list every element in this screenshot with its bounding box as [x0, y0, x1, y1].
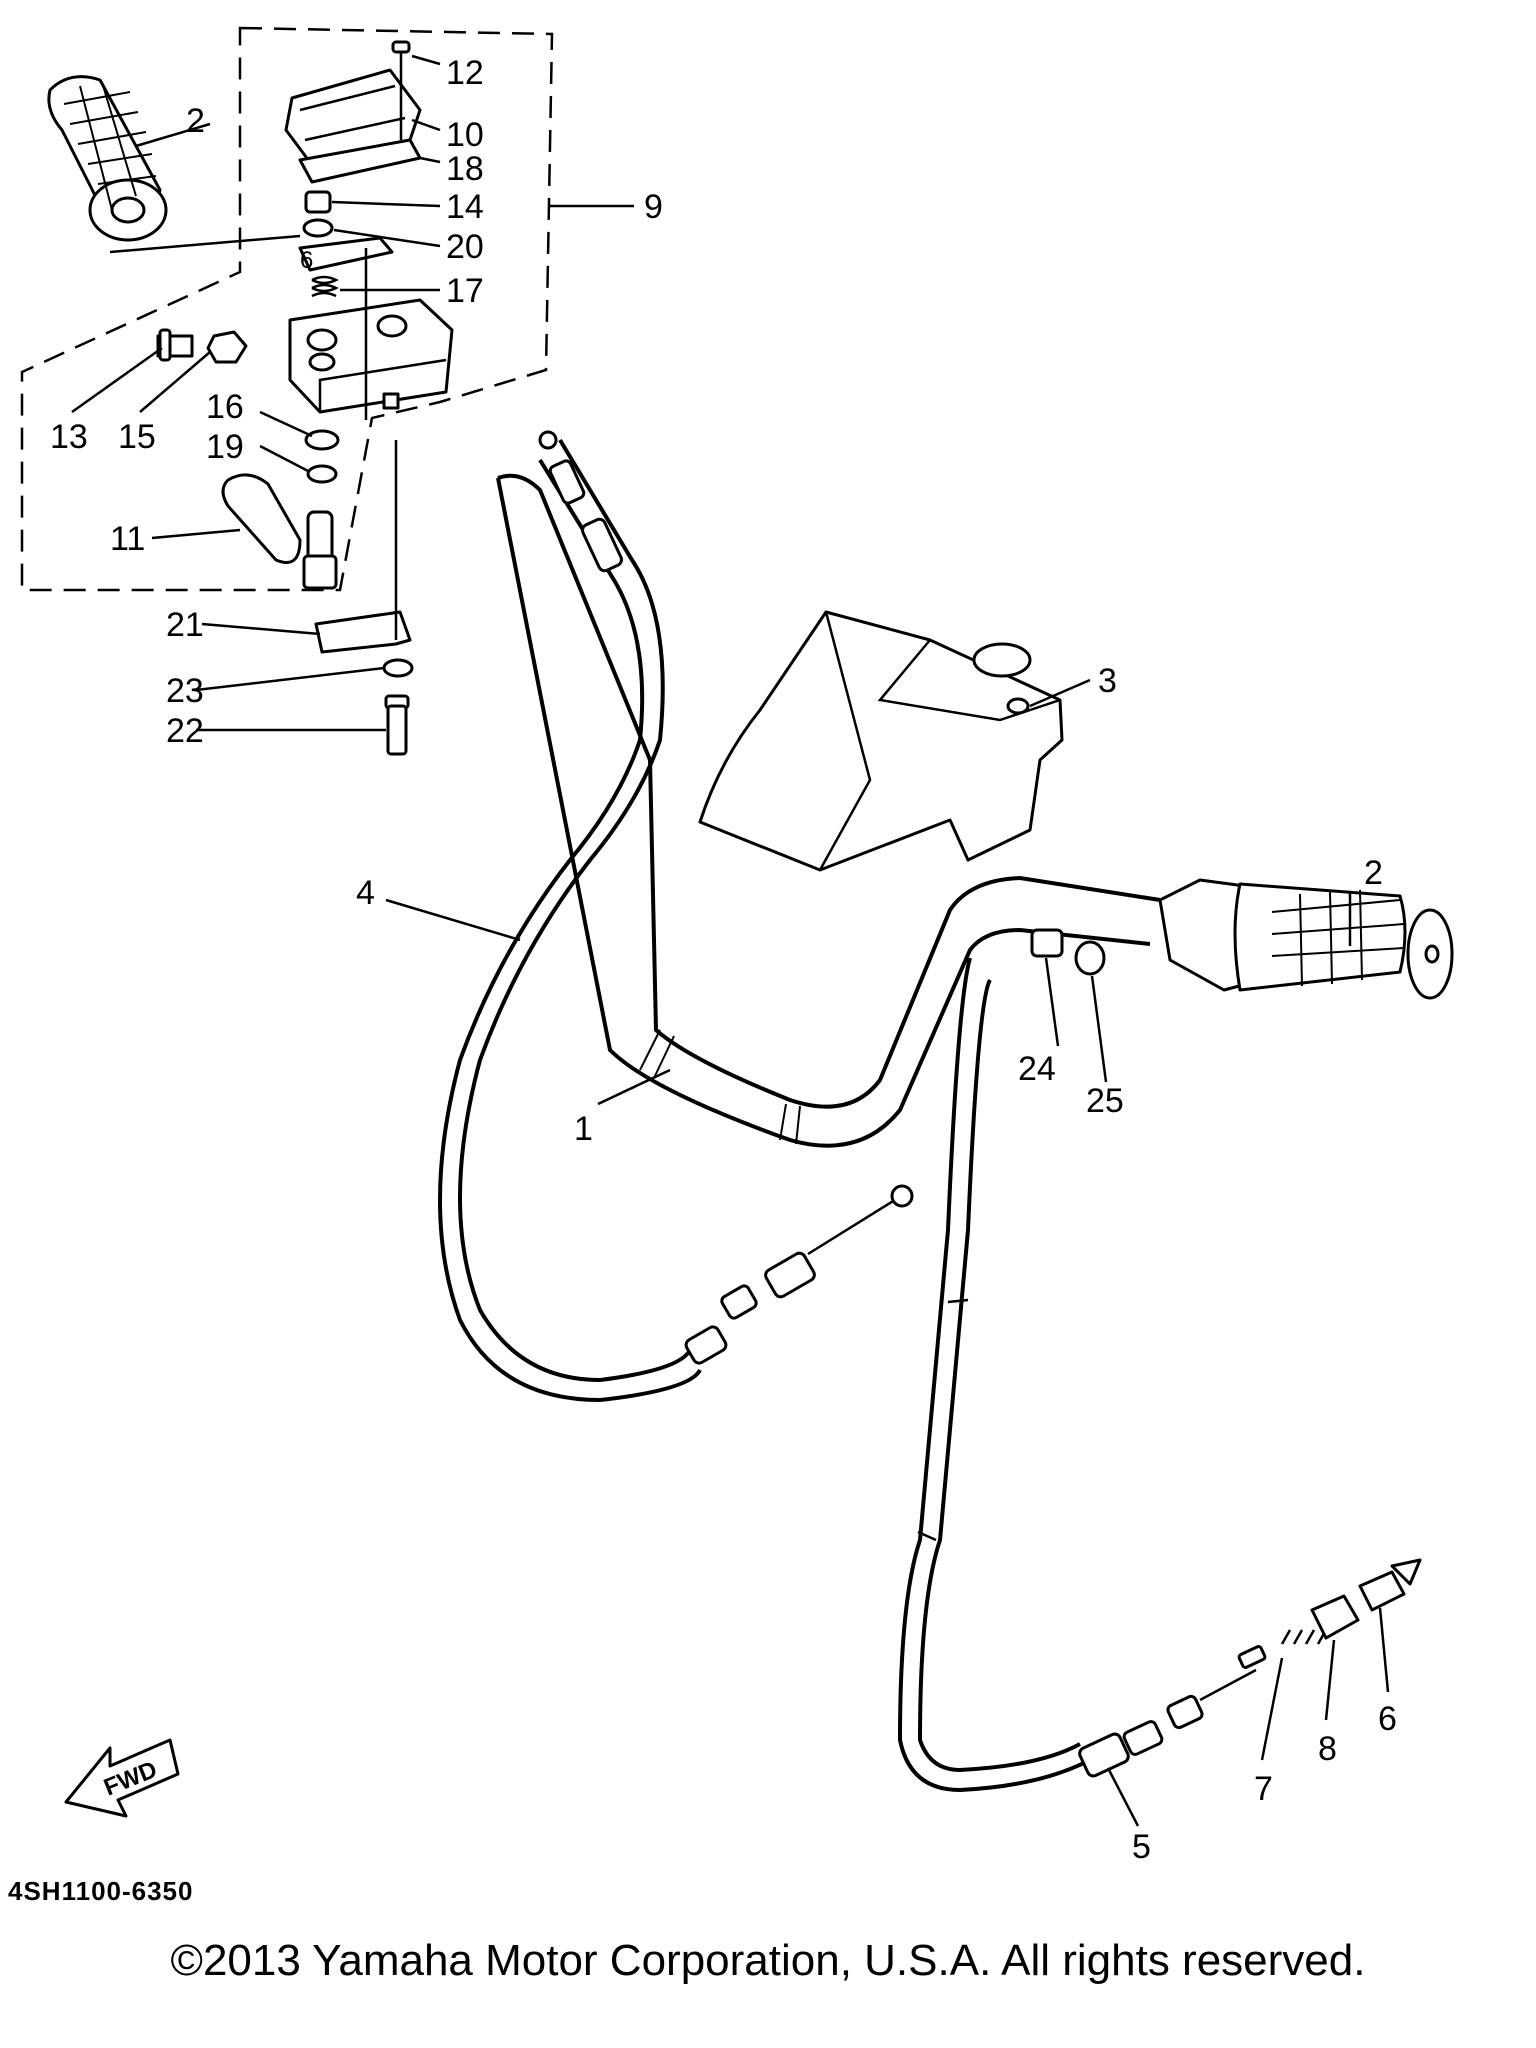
callout-11: 11 [110, 520, 145, 558]
callout-18: 18 [446, 150, 484, 188]
washer-23 [382, 658, 414, 678]
callout-22: 22 [166, 712, 204, 750]
callout-19: 19 [206, 428, 244, 466]
adjuster-24 [1030, 928, 1064, 958]
callout-8: 8 [1318, 1730, 1337, 1768]
spring-7 [1280, 1629, 1328, 1645]
washer-19 [306, 464, 338, 484]
clamp-21 [314, 610, 412, 654]
washer-16 [304, 429, 340, 451]
callout-16: 16 [206, 388, 244, 426]
callout-9: 9 [644, 188, 663, 226]
throttle-lever-11 [221, 473, 338, 590]
drawing-code: 4SH1100-6350 [8, 1876, 194, 1906]
callout-17: 17 [446, 272, 484, 310]
left-grip [47, 75, 168, 242]
nut-15 [206, 330, 248, 364]
throttle-housing [288, 298, 454, 414]
alignment-lines [109, 234, 398, 640]
callout-10: 10 [446, 116, 484, 154]
cable-end-5 [1078, 1645, 1267, 1778]
wing-nut-6 [1358, 1558, 1422, 1612]
spring-17 [311, 275, 339, 298]
callout-2-right: 2 [1364, 854, 1383, 892]
screw-12 [391, 40, 411, 140]
cable-fitting-top [538, 430, 623, 573]
locknut-25 [1074, 940, 1106, 976]
parts-diagram: FWD 2 12 10 18 14 9 20 17 13 15 16 19 11… [20, 26, 1454, 1866]
nut-14 [304, 190, 332, 214]
switch-plate [298, 236, 394, 272]
cable-end-4 [684, 1184, 914, 1365]
callout-14: 14 [446, 188, 484, 226]
callout-6: 6 [1378, 1700, 1397, 1738]
switch-cover [284, 68, 422, 184]
callout-1: 1 [574, 1110, 593, 1148]
callout-15: 15 [118, 418, 156, 456]
callout-25: 25 [1086, 1082, 1124, 1120]
callout-3: 3 [1098, 662, 1117, 700]
callout-12: 12 [446, 54, 484, 92]
callout-24: 24 [1018, 1050, 1056, 1088]
assembly-box-outline [20, 26, 554, 592]
cowl-3 [698, 610, 1064, 872]
callout-20: 20 [446, 228, 484, 266]
callout-23: 23 [166, 672, 204, 710]
callout-21: 21 [166, 606, 204, 644]
copyright-notice: ©2013 Yamaha Motor Corporation, U.S.A. A… [170, 1936, 1366, 1985]
screw-13 [156, 328, 194, 362]
callout-5: 5 [1132, 1828, 1151, 1866]
fwd-arrow: FWD [64, 1738, 180, 1818]
right-grip [1158, 878, 1454, 1000]
handlebar-1 [497, 473, 1161, 1109]
cable-5 [897, 957, 1091, 1793]
callout-7: 7 [1254, 1770, 1273, 1808]
callout-2-left: 2 [186, 102, 205, 140]
sleeve-8 [1310, 1594, 1360, 1640]
throttle-cable-4 [458, 438, 692, 1383]
washer-20 [302, 218, 334, 238]
callout-4: 4 [356, 874, 375, 912]
leader-lines [71, 54, 1390, 1827]
callout-6-switch: 6 [300, 247, 313, 274]
bolt-22 [384, 694, 410, 756]
callout-13: 13 [50, 418, 88, 456]
